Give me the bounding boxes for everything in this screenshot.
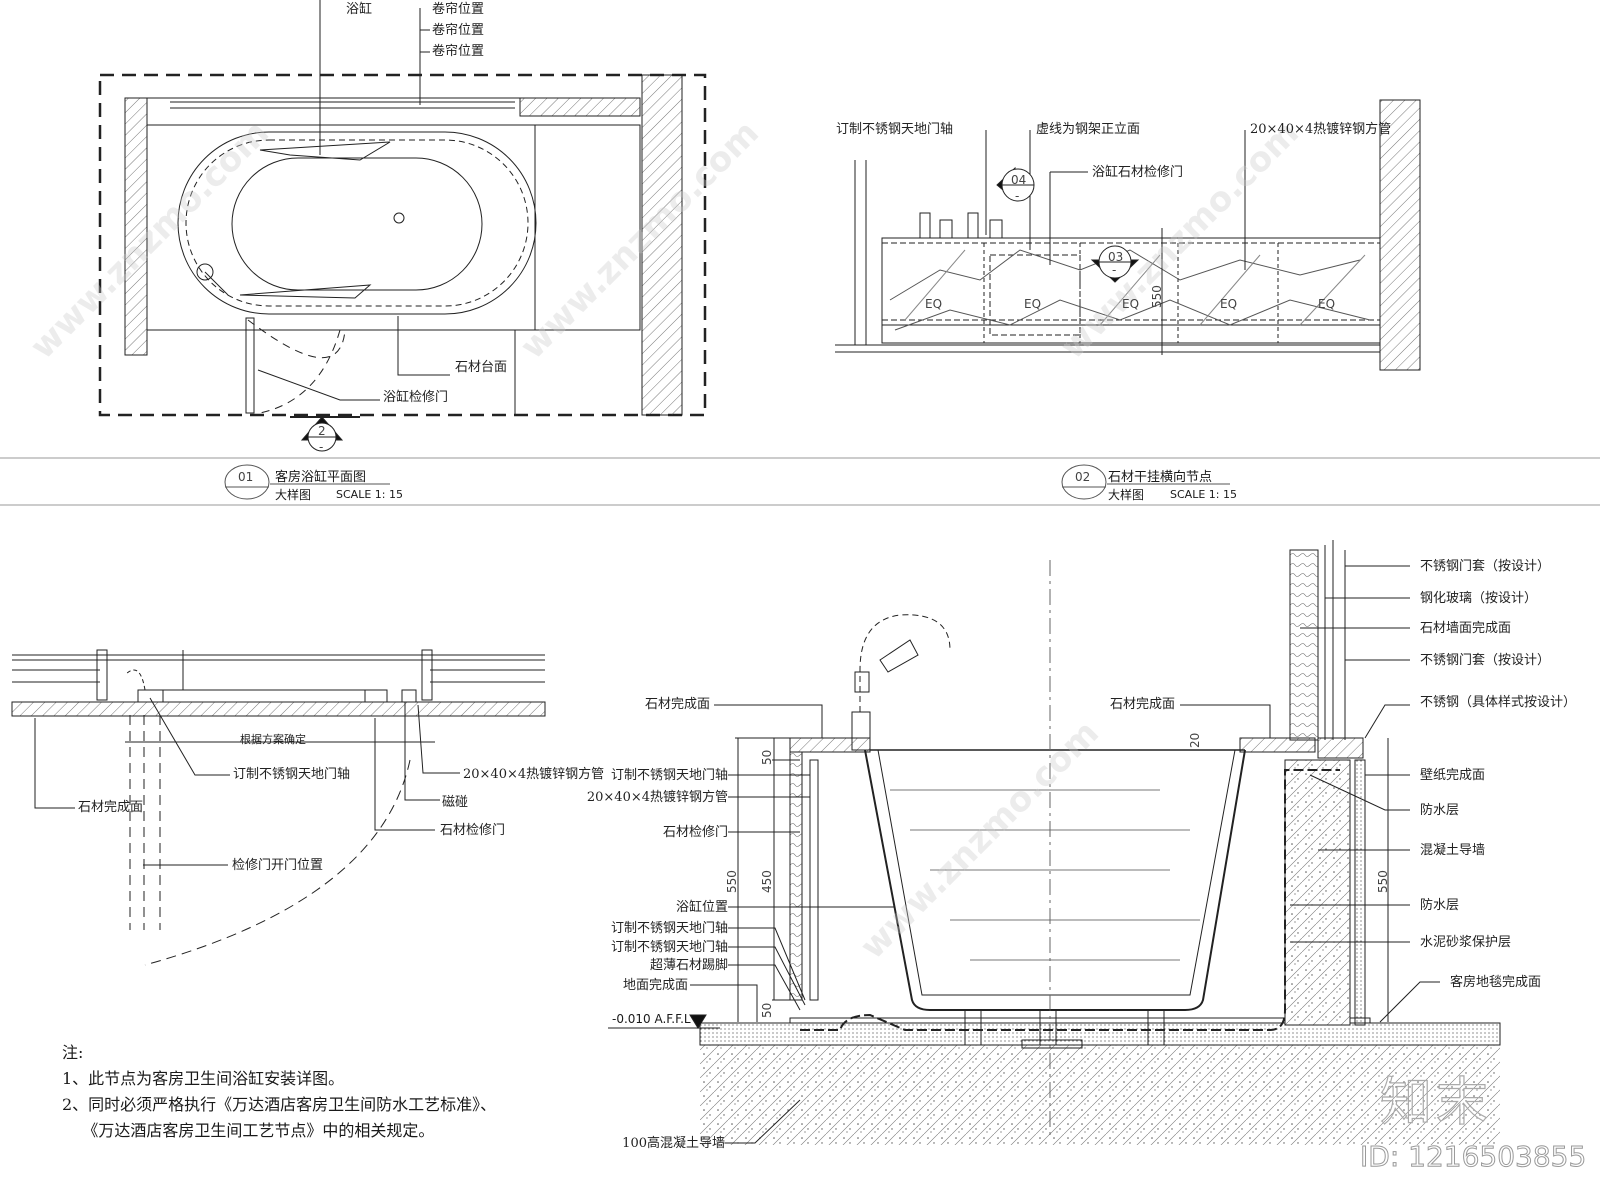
door-section-view (11, 649, 546, 966)
subtitle-plan: 大样图 (275, 488, 312, 502)
callout-curtain-1: 卷帘位置 (432, 2, 485, 17)
left-callout: 订制不锈钢天地门轴 (610, 940, 728, 955)
note-item: 2、同时必须严格执行《万达酒店客房卫生间防水工艺标准》、 (62, 1095, 497, 1114)
right-callout: 水泥砂浆保护层 (1420, 935, 1512, 950)
marker-04-number: 04 (1011, 173, 1027, 187)
right-callout: 混凝土导墙 (1420, 843, 1486, 858)
callout-pivot: 订制不锈钢天地门轴 (233, 767, 351, 782)
left-callout: 地面完成面 (622, 978, 688, 993)
callout-stone-access-door: 浴缸石材检修门 (1092, 165, 1184, 180)
note-item: 《万达酒店客房卫生间工艺节点》中的相关规定。 (62, 1121, 435, 1140)
callout-dashed-frame: 虚线为钢架正立面 (1036, 122, 1141, 137)
title-plan: 客房浴缸平面图 (275, 470, 367, 485)
dim-450: 450 (760, 870, 774, 893)
eq-label: EQ (1318, 297, 1336, 311)
top-callout: 石材完成面 (1110, 697, 1176, 712)
right-callout: 石材墙面完成面 (1420, 621, 1512, 636)
marker-04-sheet: - (1015, 189, 1020, 203)
callout-stone-finish: 石材完成面 (78, 800, 144, 815)
title-elevation: 石材干挂横向节点 (1108, 470, 1213, 485)
left-callout: 100高混凝土导墙 (622, 1136, 725, 1151)
elevation-view (835, 99, 1421, 371)
scale-elevation: SCALE 1: 15 (1170, 488, 1237, 501)
eq-label: EQ (1220, 297, 1238, 311)
marker-03-sheet: - (1112, 263, 1117, 277)
left-callout: 石材检修门 (662, 825, 728, 840)
dim-50-top: 50 (760, 749, 774, 765)
dim-550-left: 550 (725, 870, 739, 893)
callout-stone-counter: 石材台面 (455, 360, 508, 375)
left-callout: 浴缸位置 (675, 900, 728, 915)
right-callout: 不锈钢（具体样式按设计） (1420, 695, 1577, 710)
title-number-02: 02 (1075, 470, 1091, 484)
dim-50-bottom: 50 (760, 1002, 774, 1018)
section-marker-number: 2 (318, 424, 326, 438)
bathtub-section-view (608, 540, 1501, 1145)
callout-steel-tube: 20×40×4热镀锌钢方管 (463, 767, 605, 782)
scale-plan: SCALE 1: 15 (336, 488, 403, 501)
title-number-01: 01 (238, 470, 254, 484)
left-callout: 订制不锈钢天地门轴 (610, 921, 728, 936)
section-marker-sheet: - (319, 440, 324, 454)
right-callout: 不锈钢门套（按设计） (1420, 653, 1551, 668)
notes-heading: 注: (62, 1043, 84, 1062)
dim-550-right: 550 (1376, 870, 1390, 893)
plan-view (98, 0, 707, 452)
left-callout: 石材完成面 (644, 697, 710, 712)
callout-steel-tube: 20×40×4热镀锌钢方管 (1250, 122, 1392, 137)
dimension-label: 根据方案确定 (240, 733, 306, 746)
right-callout: 防水层 (1420, 803, 1460, 818)
eq-label: EQ (1024, 297, 1042, 311)
left-callout: 超薄石材踢脚 (649, 958, 728, 973)
notes: 注: 1、此节点为客房卫生间浴缸安装详图。 2、同时必须严格执行《万达酒店客房卫… (62, 1040, 496, 1144)
callout-stone-access-door: 石材检修门 (440, 823, 506, 838)
callout-bathtub: 浴缸 (346, 2, 373, 17)
watermark-id: ID: 1216503855 (1359, 1140, 1587, 1174)
left-callout: 20×40×4热镀锌钢方管 (586, 790, 728, 805)
callout-magnet: 磁碰 (442, 795, 469, 810)
right-callout: 客房地毯完成面 (1450, 975, 1542, 990)
callout-curtain-3: 卷帘位置 (432, 44, 485, 59)
left-callout: 订制不锈钢天地门轴 (610, 768, 728, 783)
watermark-brand: 知末 (1379, 1072, 1493, 1133)
elevation-mark: -0.010 A.F.F.L (612, 1012, 691, 1026)
callout-access-door: 浴缸检修门 (383, 390, 449, 405)
subtitle-elevation: 大样图 (1108, 488, 1145, 502)
right-callout: 壁纸完成面 (1420, 768, 1486, 783)
dim-20: 20 (1188, 732, 1202, 748)
callout-pivot: 订制不锈钢天地门轴 (836, 122, 954, 137)
note-item: 1、此节点为客房卫生间浴缸安装详图。 (62, 1069, 345, 1088)
marker-03-number: 03 (1108, 250, 1124, 264)
title-bubbles (224, 464, 1230, 500)
callout-door-open-position: 检修门开门位置 (232, 858, 324, 873)
eq-label: EQ (1122, 297, 1140, 311)
eq-label: EQ (925, 297, 943, 311)
right-callout: 不锈钢门套（按设计） (1420, 559, 1551, 574)
right-callout: 防水层 (1420, 898, 1460, 913)
dimension-550: 550 (1150, 285, 1164, 308)
callout-curtain-2: 卷帘位置 (432, 23, 485, 38)
right-callout: 钢化玻璃（按设计） (1420, 591, 1538, 606)
